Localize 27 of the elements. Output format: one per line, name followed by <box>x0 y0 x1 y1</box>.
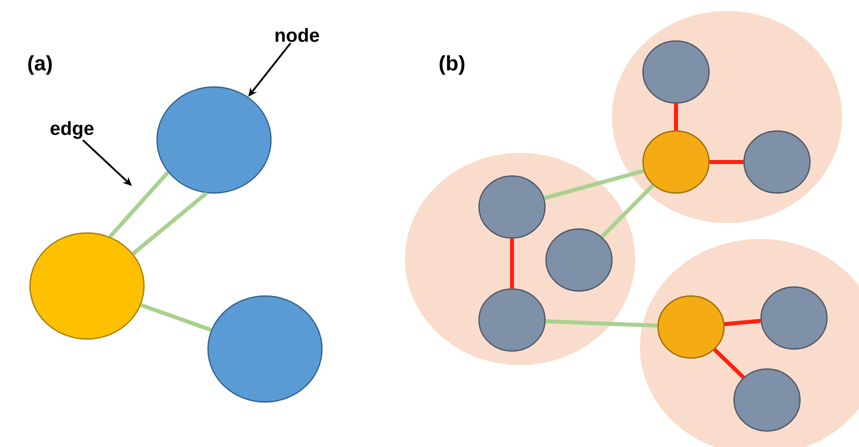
edge-line <box>510 238 514 288</box>
node-circle <box>478 288 546 352</box>
edge-line <box>713 348 745 379</box>
node-circle <box>760 286 828 350</box>
edge-line <box>544 168 644 200</box>
node-circle <box>29 232 145 340</box>
node-circle <box>657 295 725 359</box>
edge-line <box>674 104 678 130</box>
edge-line <box>140 303 212 332</box>
panel-label: (a) <box>28 55 52 75</box>
edge-line <box>132 192 208 256</box>
edge-line <box>724 318 761 326</box>
node-circle <box>478 175 546 239</box>
panel-label: (b) <box>440 55 464 75</box>
node-circle <box>207 295 323 403</box>
node-circle <box>545 228 613 292</box>
node-circle <box>642 130 710 194</box>
edge-line <box>600 184 655 238</box>
edge-line <box>108 170 170 238</box>
edge-line <box>546 319 658 328</box>
edge-line <box>710 160 744 164</box>
node-label: edge <box>50 121 94 139</box>
node-circle <box>642 40 710 104</box>
node-circle <box>743 130 811 194</box>
node-label: node <box>276 28 320 42</box>
node-circle <box>733 368 801 432</box>
node-circle <box>156 86 272 194</box>
